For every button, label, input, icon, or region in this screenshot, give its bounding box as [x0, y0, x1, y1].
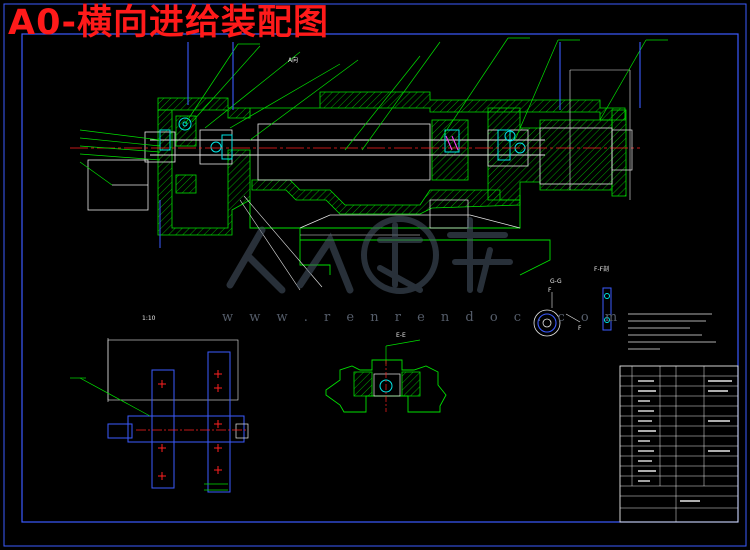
label-f-side: F — [578, 325, 582, 332]
drawing-title: A0-横向进给装配图 — [8, 3, 329, 43]
label-e-e: E-E — [396, 332, 406, 339]
section-e-e — [325, 339, 447, 413]
outer-frame — [3, 3, 747, 547]
title-block — [619, 365, 739, 523]
inner-frame — [21, 33, 739, 523]
section-g-g — [533, 287, 612, 337]
label-f-f: F-F剖 — [594, 265, 609, 273]
watermark-logo — [226, 216, 513, 294]
technical-notes — [628, 313, 716, 350]
label-view-a: A向 — [288, 56, 298, 64]
watermark-url: w w w . r e n r e n d o c . c o m — [222, 310, 624, 325]
label-g-g: G-G — [550, 278, 562, 285]
main-section-view — [70, 37, 668, 291]
label-f-top: F — [548, 287, 552, 294]
label-scale: 1:10 — [142, 315, 156, 322]
view-a — [70, 338, 249, 493]
